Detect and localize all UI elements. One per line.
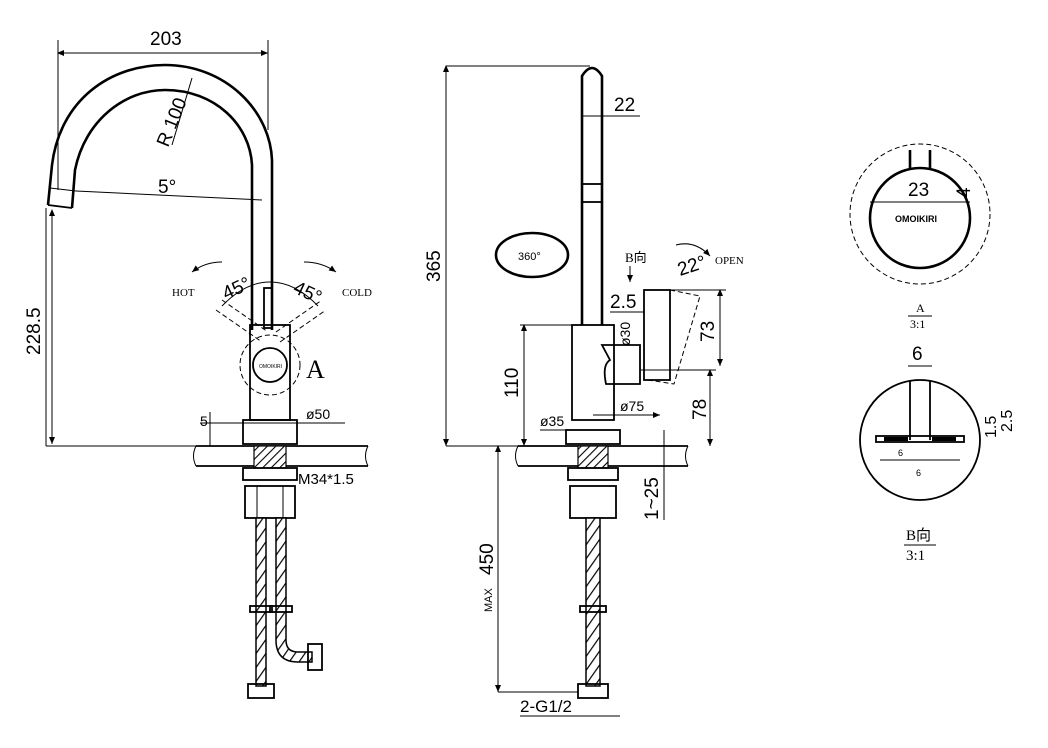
detail-b-dim-1-5: 1.5 (983, 416, 1000, 438)
front-hose-connector-right (307, 643, 323, 671)
arc-45-right (269, 281, 319, 307)
dim-text-1-25: 1~25 (642, 477, 663, 520)
angle-5-line (75, 190, 263, 201)
detail-a-boundary (849, 143, 991, 285)
dim-text-dia35: ø35 (540, 413, 564, 429)
open-arrow (675, 243, 711, 257)
side-hose (585, 517, 601, 687)
detail-a-dim-4: 4 (954, 187, 975, 198)
hose-ring-right (269, 605, 293, 613)
angle-5-label: 5° (158, 177, 176, 198)
handle-cold-dashed-2 (279, 309, 327, 343)
dim-text-2-5: 2.5 (610, 292, 636, 313)
front-cartridge-circle (252, 347, 288, 383)
detail-b-dim-6: 6 (912, 344, 923, 365)
detail-a-scale: 3:1 (910, 317, 925, 331)
side-hose-ring (579, 605, 607, 613)
side-aerator-band (581, 183, 603, 203)
arc-45-left (221, 281, 271, 307)
handle-cold-dashed (275, 299, 323, 333)
dim-text-203: 203 (150, 29, 182, 50)
detail-a-label: A (916, 301, 925, 315)
cold-arrow (303, 261, 337, 273)
side-counter-ends (515, 445, 689, 467)
open-label: OPEN (715, 255, 744, 267)
hot-arrow (191, 261, 223, 273)
detail-b-boundary (859, 379, 981, 501)
side-mount-nut (569, 485, 617, 519)
side-body (571, 324, 615, 421)
dim-text-450: 450 (477, 543, 498, 575)
max-label: MAX (483, 588, 495, 613)
side-spout (580, 66, 604, 325)
thread-label: M34*1.5 (298, 471, 354, 488)
detail-a: 23 4 OMOIKIRI A 3:1 (849, 143, 991, 331)
detail-b-dim-2-5: 2.5 (999, 410, 1016, 432)
detail-b-insert-left (884, 437, 908, 441)
side-base (565, 429, 621, 445)
front-nut-top (242, 467, 298, 481)
dim-text-dia50: ø50 (306, 406, 330, 422)
side-cartridge (600, 344, 641, 385)
detail-a-disc (868, 166, 972, 270)
dim-text-110: 110 (502, 368, 523, 398)
detail-b-inner-6a: 6 (898, 448, 903, 458)
side-hose-connector (577, 683, 609, 699)
side-view: 365 22 360° B向 OPEN 22° 73 2.5 ø30 110 7… (424, 65, 744, 717)
detail-b-plate (875, 435, 965, 443)
front-hose-left (255, 517, 267, 687)
front-handle-lever (263, 287, 273, 329)
side-nut-top (567, 467, 619, 481)
spout-tip (47, 204, 73, 209)
hot-label: HOT (172, 287, 195, 299)
dim-text-5: 5 (200, 413, 208, 429)
dim-text-365: 365 (424, 250, 445, 282)
front-base (242, 419, 298, 445)
detail-b-insert-right (932, 437, 956, 441)
front-counter-ends (193, 445, 369, 467)
detail-a-circle (239, 334, 301, 396)
detail-a-marker: A (306, 355, 325, 384)
detail-b-inner-6b: 6 (916, 468, 921, 478)
cold-label: COLD (342, 287, 372, 299)
detail-b-scale: 3:1 (906, 548, 925, 564)
dim-text-dia75: ø75 (620, 398, 644, 414)
angle-45-left: 45° (219, 273, 254, 304)
front-hose-connector (247, 683, 275, 699)
front-shank-thread (253, 445, 287, 469)
b-view-label: B向 (625, 250, 647, 265)
front-brand-small: OMOIKIRI (259, 364, 282, 370)
rotation-label: 360° (518, 251, 541, 263)
detail-b-label: B向 (906, 527, 931, 544)
spout-inner (70, 88, 254, 330)
angle-22-label: 22° (675, 252, 709, 281)
side-handle (643, 289, 671, 381)
rotation-ellipse (494, 231, 570, 279)
angle-45-right: 45° (290, 277, 325, 308)
spout-outer (46, 63, 274, 330)
radius-leader (171, 77, 193, 146)
spout-tip-line (49, 187, 77, 192)
dim-text-73: 73 (698, 321, 719, 342)
dim-text-78: 78 (690, 399, 711, 420)
connection-label: 2-G1/2 (520, 697, 572, 716)
dim-text-dia30: ø30 (617, 322, 633, 346)
dim-text-228: 228.5 (24, 307, 45, 355)
hose-ring-left (249, 605, 273, 613)
dim-text-22: 22 (614, 95, 635, 116)
front-mount-nut (244, 485, 296, 519)
front-view: 203 R 100 5° 228.5 OMOIKIRI A HOT COLD 4… (24, 29, 372, 699)
side-shank-thread (577, 445, 609, 469)
detail-a-brand: OMOIKIRI (895, 214, 937, 224)
side-handle-open-dashed (647, 289, 701, 385)
handle-hot-dashed-2 (221, 299, 269, 333)
radius-label: R 100 (153, 95, 191, 150)
front-hose-right (275, 517, 313, 663)
detail-a-dim-23: 23 (908, 180, 929, 201)
handle-hot-dashed (215, 309, 263, 343)
detail-b: 6 6 6 1.5 2.5 B向 3:1 (859, 344, 1016, 564)
